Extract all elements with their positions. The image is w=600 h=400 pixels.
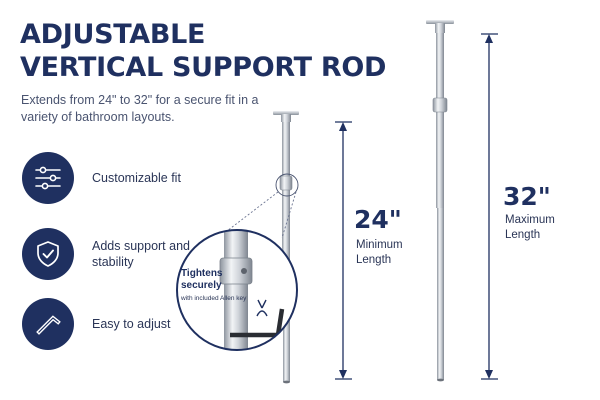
- callout-main: Tightens securely: [181, 268, 223, 291]
- zoom-detail: [176, 229, 298, 351]
- dimension-arrow-24: [335, 121, 352, 380]
- shield-check-icon: [22, 228, 74, 280]
- sliders-icon: [22, 152, 74, 204]
- feature-support-stability: Adds support and stability: [22, 228, 202, 280]
- max-length-value: 32": [503, 182, 551, 211]
- callout-line: [281, 191, 297, 239]
- feature-customizable-fit: Customizable fit: [22, 152, 202, 204]
- max-length-caption-1: Maximum: [505, 214, 555, 226]
- callout-text: Tightens securely with included Allen ke…: [181, 268, 251, 303]
- min-length-caption-2: Length: [356, 254, 392, 266]
- subtitle: Extends from 24" to 32" for a secure fit…: [21, 93, 259, 124]
- headline: ADJUSTABLE VERTICAL SUPPORT ROD: [20, 18, 400, 84]
- long-rod: [426, 20, 454, 382]
- callout-sub: with included Allen key: [181, 295, 247, 302]
- max-length-caption-2: Length: [505, 229, 541, 241]
- headline-line-2: VERTICAL SUPPORT ROD: [20, 52, 387, 83]
- feature-label: Adds support and stability: [92, 239, 190, 269]
- feature-label: Easy to adjust: [92, 317, 171, 331]
- allen-key-icon: [22, 298, 74, 350]
- min-length-caption-1: Minimum: [356, 239, 403, 251]
- feature-easy-adjust: Easy to adjust: [22, 298, 202, 350]
- feature-label: Customizable fit: [92, 171, 181, 185]
- short-rod: [273, 111, 299, 384]
- callout-ring: [275, 173, 299, 197]
- callout-line: [226, 191, 279, 232]
- dimension-arrow-32: [481, 33, 498, 380]
- min-length-value: 24": [354, 205, 402, 234]
- headline-line-1: ADJUSTABLE: [20, 19, 206, 50]
